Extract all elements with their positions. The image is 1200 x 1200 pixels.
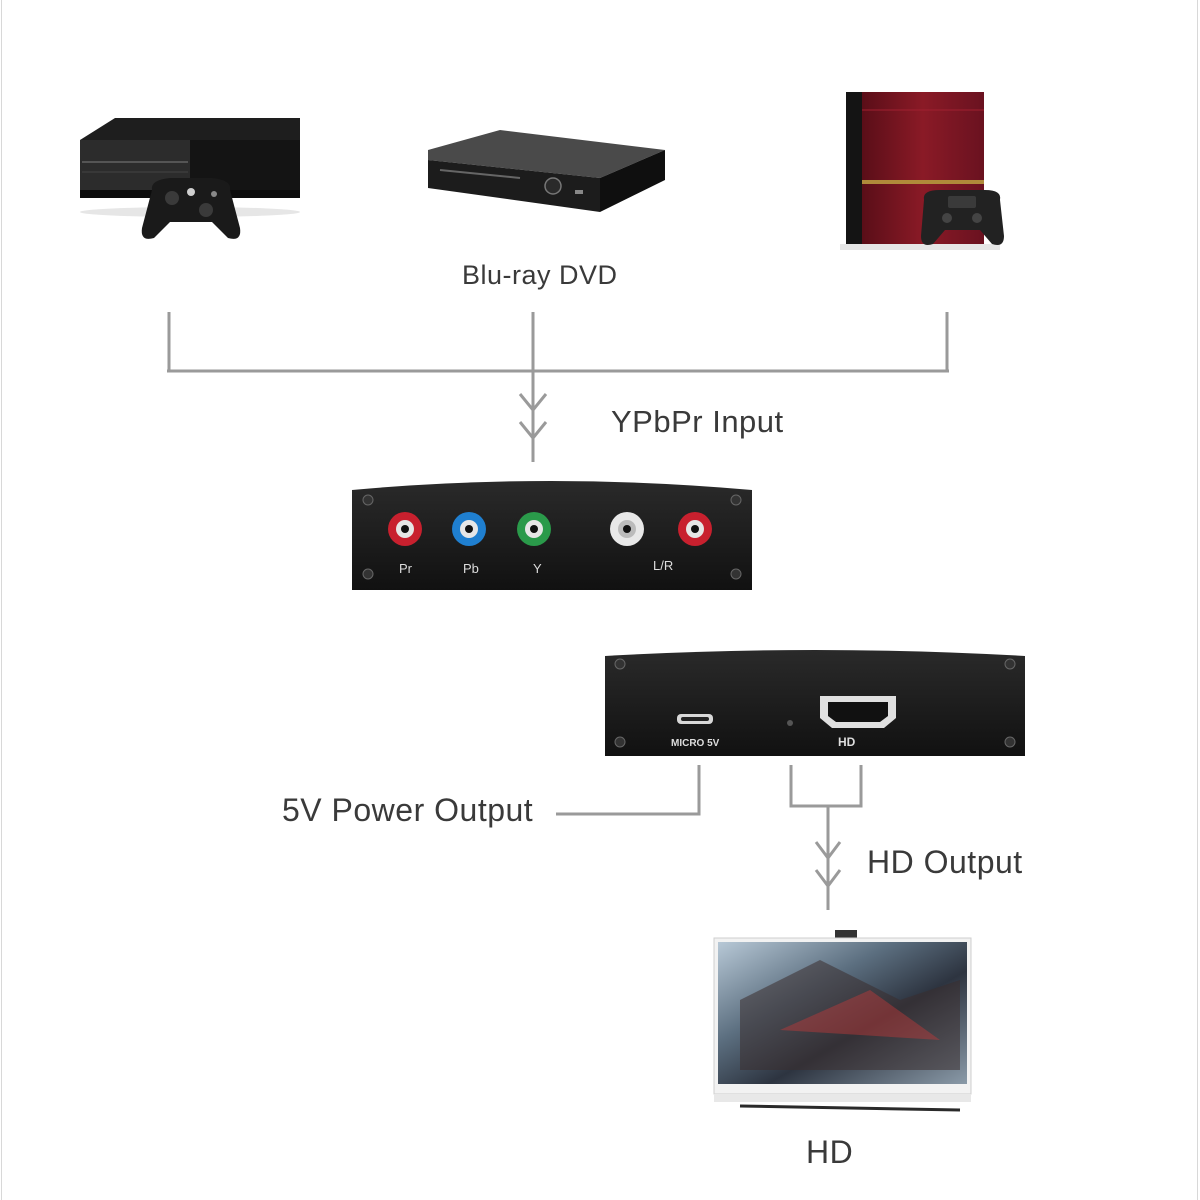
hdmi-port[interactable]: [820, 696, 896, 728]
output-connector-lines: [556, 765, 863, 910]
ypbpr-input-label: YPbPr Input: [611, 404, 784, 439]
y-label: Y: [533, 561, 542, 576]
micro-usb-label: MICRO 5V: [671, 738, 720, 749]
y-jack[interactable]: [517, 512, 551, 546]
micro-usb-port[interactable]: [677, 714, 713, 724]
tv-icon: [713, 930, 972, 1112]
right-edge: [1197, 0, 1198, 1200]
power-output-label: 5V Power Output: [282, 792, 534, 828]
pb-label: Pb: [463, 561, 479, 576]
bluray-dvd-label: Blu-ray DVD: [462, 260, 618, 290]
status-led: [787, 720, 793, 726]
tv-label: HD: [806, 1134, 854, 1170]
left-edge: [1, 0, 2, 1200]
ypbpr-input-panel: Pr Pb Y L/R: [352, 481, 752, 590]
hd-output-label: HD Output: [867, 844, 1023, 880]
audio-left-jack[interactable]: [610, 512, 644, 546]
audio-right-jack[interactable]: [678, 512, 712, 546]
lr-label: L/R: [653, 558, 673, 573]
ps4-controller-icon: [921, 190, 1004, 245]
pr-jack[interactable]: [388, 512, 422, 546]
hdmi-port-label: HD: [838, 735, 856, 749]
pb-jack[interactable]: [452, 512, 486, 546]
hd-output-panel: MICRO 5V HD: [605, 650, 1025, 756]
pr-label: Pr: [399, 561, 413, 576]
source-connector-lines: [167, 312, 949, 462]
xbox-controller-icon: [141, 178, 241, 239]
bluray-player-icon: [428, 130, 665, 212]
